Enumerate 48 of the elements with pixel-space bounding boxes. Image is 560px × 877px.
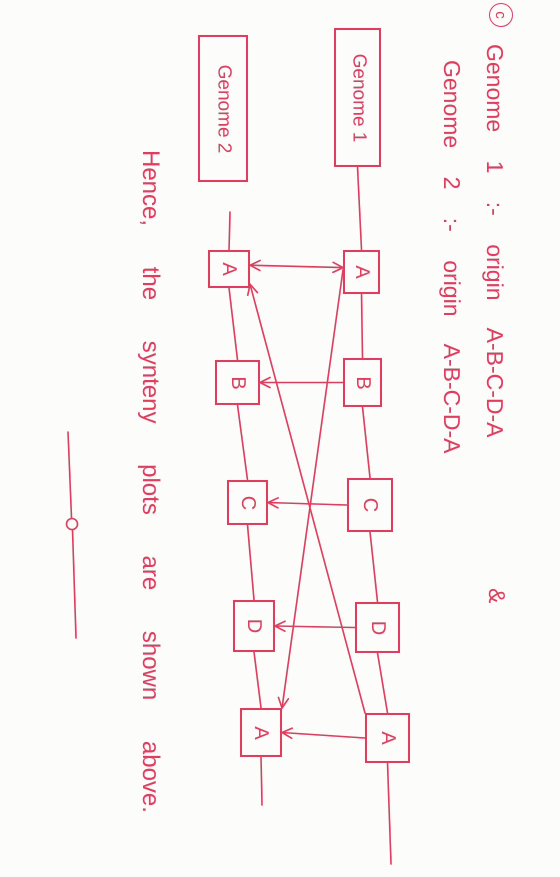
gene-box: [343, 358, 382, 407]
gene-letter: A: [218, 262, 240, 276]
gene-box: [233, 600, 275, 652]
conclusion-text: Hence, the synteny plots are shown above.: [136, 150, 164, 813]
connecting-line: [253, 651, 262, 709]
gene-box: [365, 713, 410, 763]
arrow: [278, 269, 344, 709]
connecting-line: [260, 756, 263, 806]
connecting-line: [246, 524, 255, 601]
genome-box: [198, 35, 248, 182]
gene-box: [215, 360, 260, 405]
gene-box: [347, 478, 393, 532]
genome-order-text: Genome 1 :- origin A-B-C-D-A: [482, 44, 508, 438]
arrow: [246, 283, 366, 714]
gene-letter: B: [352, 376, 374, 390]
conjunction-text: &: [484, 588, 510, 604]
gene-letter: A: [350, 265, 372, 279]
connecting-line: [386, 762, 392, 865]
arrow: [281, 727, 366, 739]
genome-label: Genome 1: [347, 53, 368, 142]
connecting-line: [356, 166, 362, 251]
gene-letter: D: [366, 620, 388, 635]
gene-letter: D: [243, 618, 265, 634]
connecting-line: [362, 406, 371, 479]
double-headed-arrow: [249, 260, 344, 274]
connecting-line: [228, 211, 231, 251]
gene-box: [227, 480, 268, 525]
connecting-line: [228, 287, 238, 361]
gene-box: [208, 250, 250, 288]
genome-box: [334, 28, 381, 167]
genome-order-text: Genome 2 :- origin A-B-C-D-A: [438, 60, 466, 454]
connecting-line: [369, 531, 378, 603]
gene-box: [240, 708, 282, 757]
connecting-line: [360, 293, 364, 359]
gene-letter: B: [226, 376, 248, 390]
gene-letter: C: [359, 498, 381, 512]
arrow: [267, 497, 348, 509]
gene-box: [355, 602, 400, 653]
gene-letter: A: [250, 726, 272, 740]
connecting-line: [236, 404, 248, 481]
arrow: [274, 620, 356, 632]
gene-box: [343, 250, 380, 294]
gene-letter: A: [376, 731, 398, 745]
connecting-line: [376, 652, 388, 714]
arrow: [259, 376, 344, 388]
genome-label: Genome 2: [212, 64, 234, 153]
section-marker: c: [489, 3, 513, 27]
gene-letter: C: [236, 495, 258, 510]
